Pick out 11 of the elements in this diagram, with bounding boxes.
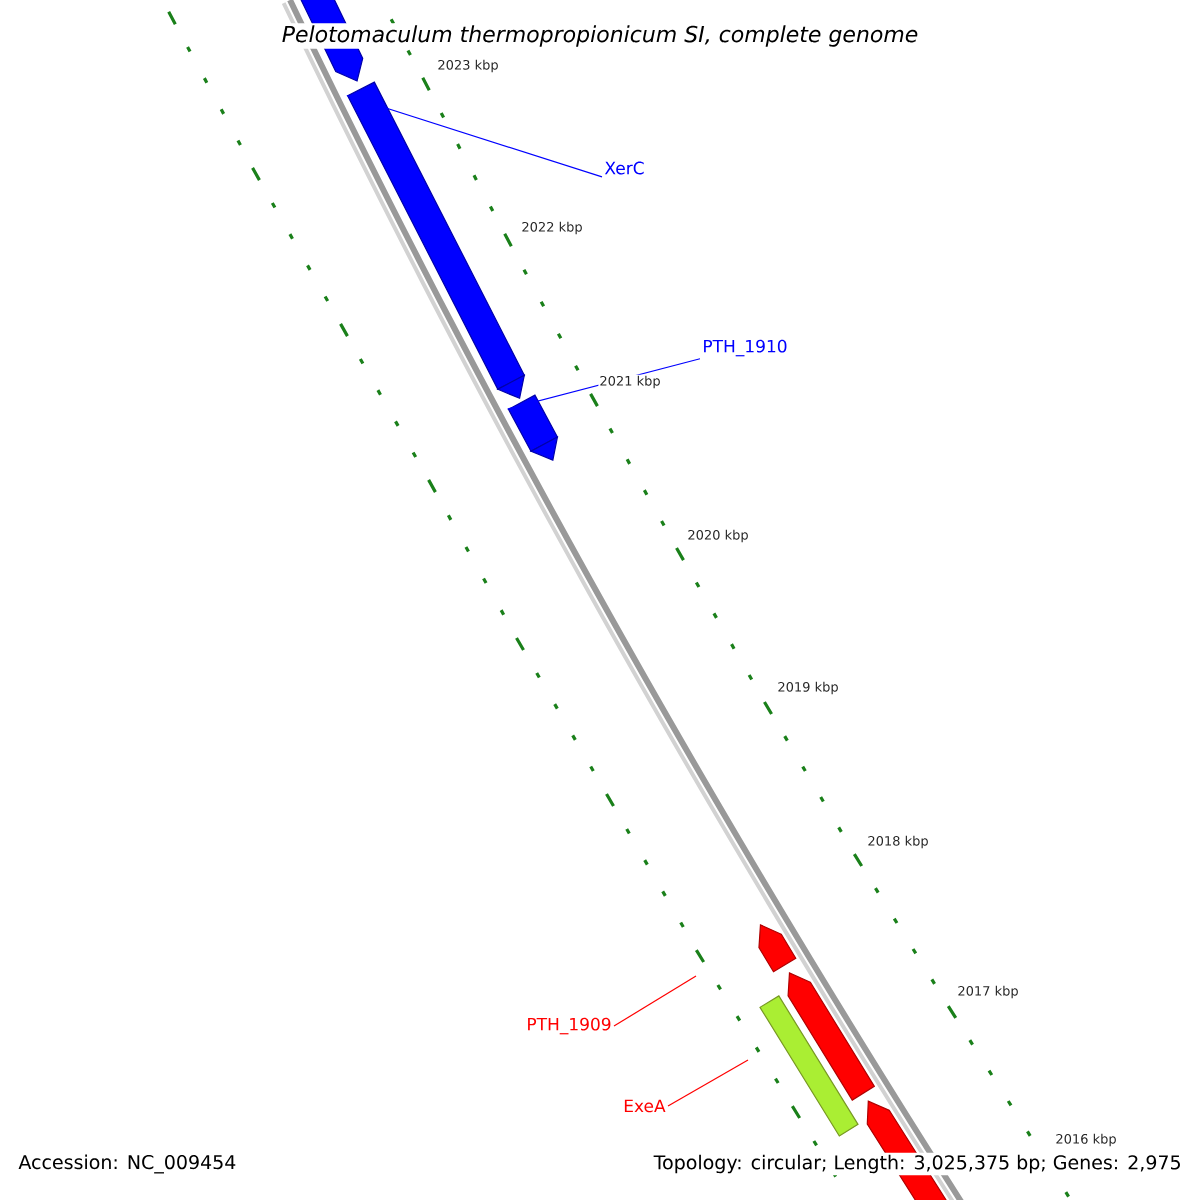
accession-label: Accession: NC_009454 (16, 1152, 239, 1176)
leader-line (667, 1059, 749, 1107)
gene-label: ExeA (624, 1099, 666, 1113)
leader-line (613, 975, 697, 1027)
gene-label: PTH_1910 (704, 339, 787, 357)
leader-line (346, 94, 603, 178)
title: Pelotomaculum thermopropionicum SI, complete genome (279, 23, 921, 49)
genome-info-label: Topology: circular; Length: 3,025,375 bp; Genes: 2,975 (651, 1152, 1184, 1176)
gene-label: XerC (604, 161, 644, 175)
gene-label: PTH_1909 (528, 1017, 611, 1035)
gene-arrow (346, 81, 526, 400)
